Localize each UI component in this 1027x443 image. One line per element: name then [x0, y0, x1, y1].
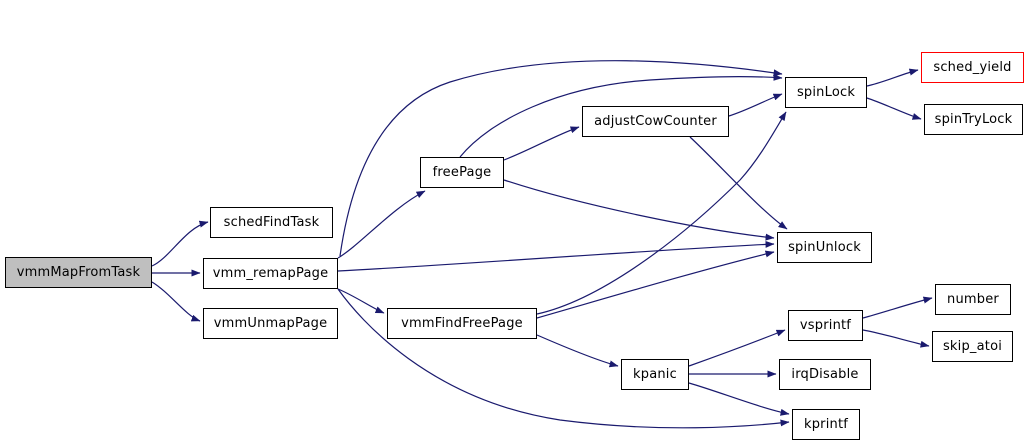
node-vsprintf[interactable]: vsprintf: [788, 310, 863, 341]
edge-adjustCowCounter-to-spinUnlock: [689, 136, 788, 230]
edge-freePage-to-spinUnlock: [503, 179, 775, 241]
edge-spinLock-to-spinTryLock: [866, 97, 922, 120]
node-schedFindTask[interactable]: schedFindTask: [210, 207, 333, 238]
node-label: schedFindTask: [223, 215, 320, 230]
edge-freePage-to-adjustCowCounter: [503, 126, 580, 161]
node-vmmMapFromTask[interactable]: vmmMapFromTask: [5, 257, 152, 288]
edge-kpanic-to-kprintf: [688, 382, 790, 416]
edge-vmm_remapPage-to-spinUnlock: [337, 240, 775, 272]
node-irqDisable[interactable]: irqDisable: [779, 359, 871, 390]
node-kpanic[interactable]: kpanic: [621, 359, 689, 390]
edge-vmm_remapPage-to-kprintf: [337, 288, 790, 429]
edge-vmmFindFreePage-to-kpanic: [536, 334, 619, 368]
node-adjustCowCounter[interactable]: adjustCowCounter: [582, 106, 729, 137]
node-label: vmm_remapPage: [212, 266, 329, 281]
node-label: irqDisable: [791, 367, 859, 382]
node-sched_yield[interactable]: sched_yield: [921, 52, 1024, 83]
node-label: number: [947, 292, 999, 307]
node-label: freePage: [432, 165, 492, 180]
edge-vmmMapFromTask-to-vmmUnmapPage: [151, 281, 201, 322]
edge-freePage-to-spinLock: [459, 73, 783, 158]
node-label: kpanic: [633, 367, 677, 382]
edge-vsprintf-to-skip_atoi: [862, 329, 930, 348]
node-spinTryLock[interactable]: spinTryLock: [924, 104, 1023, 135]
edge-spinLock-to-sched_yield: [866, 68, 919, 87]
edge-kpanic-to-vsprintf: [688, 329, 786, 367]
node-vmmUnmapPage[interactable]: vmmUnmapPage: [203, 308, 338, 339]
node-label: vmmMapFromTask: [16, 265, 141, 280]
edge-vmm_remapPage-to-vmmFindFreePage: [337, 288, 385, 314]
node-label: sched_yield: [933, 60, 1012, 75]
node-number[interactable]: number: [935, 284, 1011, 315]
node-label: spinLock: [796, 85, 856, 100]
edge-vmm_remapPage-to-freePage: [337, 190, 426, 259]
node-label: skip_atoi: [942, 339, 1003, 354]
node-vmmFindFreePage[interactable]: vmmFindFreePage: [387, 308, 537, 339]
edge-vmmFindFreePage-to-spinUnlock: [536, 250, 775, 319]
node-label: adjustCowCounter: [594, 114, 717, 129]
node-label: vmmUnmapPage: [213, 316, 328, 331]
node-label: spinTryLock: [934, 112, 1013, 127]
node-label: vsprintf: [799, 318, 852, 333]
edge-vmmMapFromTask-to-schedFindTask: [151, 220, 209, 267]
edge-vmm_remapPage-to-spinLock: [339, 60, 783, 257]
node-spinUnlock[interactable]: spinUnlock: [777, 232, 872, 263]
edge-adjustCowCounter-to-spinLock: [728, 93, 783, 117]
node-skip_atoi[interactable]: skip_atoi: [932, 331, 1013, 362]
node-freePage[interactable]: freePage: [420, 157, 504, 188]
node-label: spinUnlock: [788, 240, 861, 255]
node-spinLock[interactable]: spinLock: [785, 77, 867, 108]
node-kprintf[interactable]: kprintf: [792, 409, 860, 440]
node-label: kprintf: [803, 417, 849, 432]
edge-vmmFindFreePage-to-spinLock: [536, 111, 787, 315]
node-vmm_remapPage[interactable]: vmm_remapPage: [203, 258, 338, 289]
node-label: vmmFindFreePage: [401, 316, 523, 331]
edge-vsprintf-to-number: [862, 296, 933, 319]
